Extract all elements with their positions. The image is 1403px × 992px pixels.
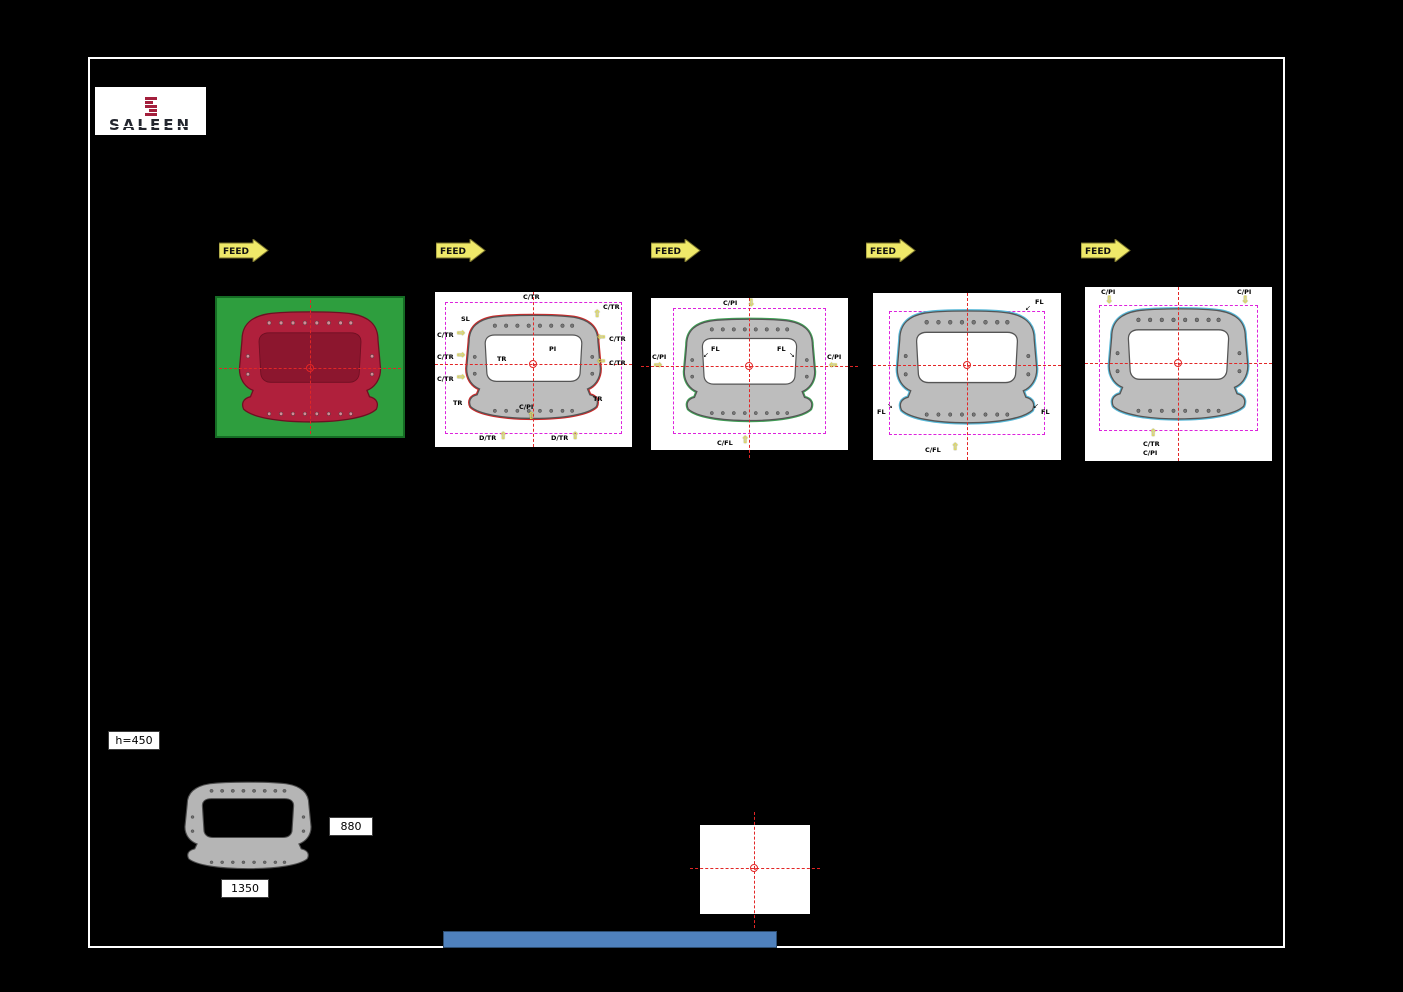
centerline-vertical xyxy=(749,298,750,458)
length-dimension-text: 1350 xyxy=(231,882,259,895)
feed-label: FEED xyxy=(1085,247,1111,257)
cam-flange-label: C/FL xyxy=(717,439,733,447)
feed-label: FEED xyxy=(440,247,466,257)
flange-label: FL xyxy=(1041,408,1050,416)
footer-bar xyxy=(443,931,777,948)
flange-label: FL xyxy=(1035,298,1044,306)
arrow-right-icon: ⇨ xyxy=(654,360,663,371)
trim-label: TR xyxy=(497,355,507,363)
station-flange-image: FL ↙ FL ↘ FL ↙ C/FL ⇧ xyxy=(873,293,1061,460)
direct-trim-label: D/TR xyxy=(479,434,497,442)
pointer-down-left-icon: ↙ xyxy=(1025,304,1031,312)
feed-label: FEED xyxy=(870,247,896,257)
center-target-icon xyxy=(963,361,971,369)
center-target-icon xyxy=(529,360,537,368)
feed-label: FEED xyxy=(655,247,681,257)
length-dimension-label: 1350 xyxy=(221,879,269,898)
center-target-icon xyxy=(306,364,314,372)
width-dimension-label: 880 xyxy=(329,817,373,836)
station-final-pierce-image: C/PI ⇩ C/PI ⇩ ⇧ C/TR C/PI xyxy=(1085,287,1272,461)
station-cam-pierce-image: C/PI ⇩ C/PI ⇨ C/PI ⇦ FL ↙ FL ↘ C/FL ⇧ xyxy=(641,298,858,458)
flange-label: FL xyxy=(877,408,886,416)
arrow-left-icon: ⇦ xyxy=(597,332,606,343)
centerline-vertical xyxy=(1178,287,1179,461)
height-dimension-label: h=450 xyxy=(108,731,160,750)
trim-label: C/TR xyxy=(603,303,620,311)
direct-trim-label: D/TR xyxy=(551,434,569,442)
feed-arrow-1: FEED xyxy=(218,237,269,264)
arrow-up-icon: ⇧ xyxy=(593,309,602,320)
feed-label: FEED xyxy=(223,247,249,257)
cam-pierce-label: C/PI xyxy=(1237,288,1252,296)
arrow-right-icon: ⇨ xyxy=(457,350,466,361)
trim-label: C/TR xyxy=(609,359,626,367)
target-center-icon xyxy=(750,864,758,872)
center-target-icon xyxy=(1174,359,1182,367)
feed-arrow-4: FEED xyxy=(865,237,916,264)
cam-pierce-label: C/PI xyxy=(652,353,667,361)
part-front-view xyxy=(172,776,324,875)
panel-graphic-flange xyxy=(883,303,1051,431)
feed-arrow-shape: FEED xyxy=(435,237,486,264)
saleen-logo: SALEEN xyxy=(95,87,206,135)
feed-arrow-shape: FEED xyxy=(218,237,269,264)
feed-arrow-shape: FEED xyxy=(1080,237,1131,264)
trim-label: TR xyxy=(453,399,463,407)
trim-label: C/TR xyxy=(437,375,454,383)
cam-flange-label: C/FL xyxy=(925,446,941,454)
saleen-s-icon xyxy=(144,97,157,116)
cam-trim-label: C/TR xyxy=(1143,440,1160,448)
arrow-right-icon: ⇨ xyxy=(457,328,466,339)
arrow-right-icon: ⇨ xyxy=(457,372,466,383)
flange-label: FL xyxy=(711,345,720,353)
arrow-down-icon: ⇩ xyxy=(1105,295,1114,306)
trim-label: TR xyxy=(593,395,603,403)
pointer-down-left-icon: ↙ xyxy=(703,351,709,359)
cam-pierce-label: C/PI xyxy=(519,403,534,411)
feed-arrow-5: FEED xyxy=(1080,237,1131,264)
feed-arrow-2: FEED xyxy=(435,237,486,264)
height-dimension-text: h=450 xyxy=(115,734,153,747)
arrow-up-icon: ⇧ xyxy=(499,431,508,442)
arrow-left-icon: ⇦ xyxy=(829,360,838,371)
pointer-down-right-icon: ↘ xyxy=(789,351,795,359)
panel-graphic-final xyxy=(1095,301,1262,427)
feed-arrow-3: FEED xyxy=(650,237,701,264)
arrow-left-icon: ⇦ xyxy=(597,356,606,367)
saleen-logo-text: SALEEN xyxy=(106,116,195,134)
pointer-down-right-icon: ↘ xyxy=(887,402,893,410)
trim-label: C/TR xyxy=(437,331,454,339)
arrow-up-icon: ⇧ xyxy=(571,431,580,442)
trim-label: C/TR xyxy=(609,335,626,343)
arrow-up-icon: ⇧ xyxy=(1149,428,1158,439)
flange-label: FL xyxy=(777,345,786,353)
panel-graphic-trim xyxy=(453,308,614,426)
trim-label: C/TR xyxy=(523,293,540,301)
arrow-down-icon: ⇩ xyxy=(1241,295,1250,306)
cam-pierce-label: C/PI xyxy=(723,299,738,307)
centerline-vertical xyxy=(967,293,968,460)
trim-label: C/TR xyxy=(437,353,454,361)
trim-label: SL xyxy=(461,315,470,323)
panel-graphic-cam-pierce xyxy=(671,312,828,428)
pointer-down-left-icon: ↙ xyxy=(1033,402,1039,410)
center-target-icon xyxy=(745,362,753,370)
arrow-down-icon: ⇩ xyxy=(747,298,756,309)
centerline-vertical xyxy=(533,292,534,447)
width-dimension-text: 880 xyxy=(340,820,362,833)
cam-pierce-label: C/PI xyxy=(1143,449,1158,457)
feed-arrow-shape: FEED xyxy=(865,237,916,264)
feed-arrow-shape: FEED xyxy=(650,237,701,264)
arrow-up-icon: ⇧ xyxy=(527,411,536,422)
pierce-label: PI xyxy=(549,345,557,353)
arrow-up-icon: ⇧ xyxy=(741,435,750,446)
cam-pierce-label: C/PI xyxy=(827,353,842,361)
station-trim-pierce-image: C/TR C/TR ⇧ SL C/TR ⇨ C/TR ⇨ C/TR ⇨ C/TR… xyxy=(435,292,632,447)
arrow-up-icon: ⇧ xyxy=(951,442,960,453)
station-draw-image xyxy=(215,296,405,438)
cam-pierce-label: C/PI xyxy=(1101,288,1116,296)
